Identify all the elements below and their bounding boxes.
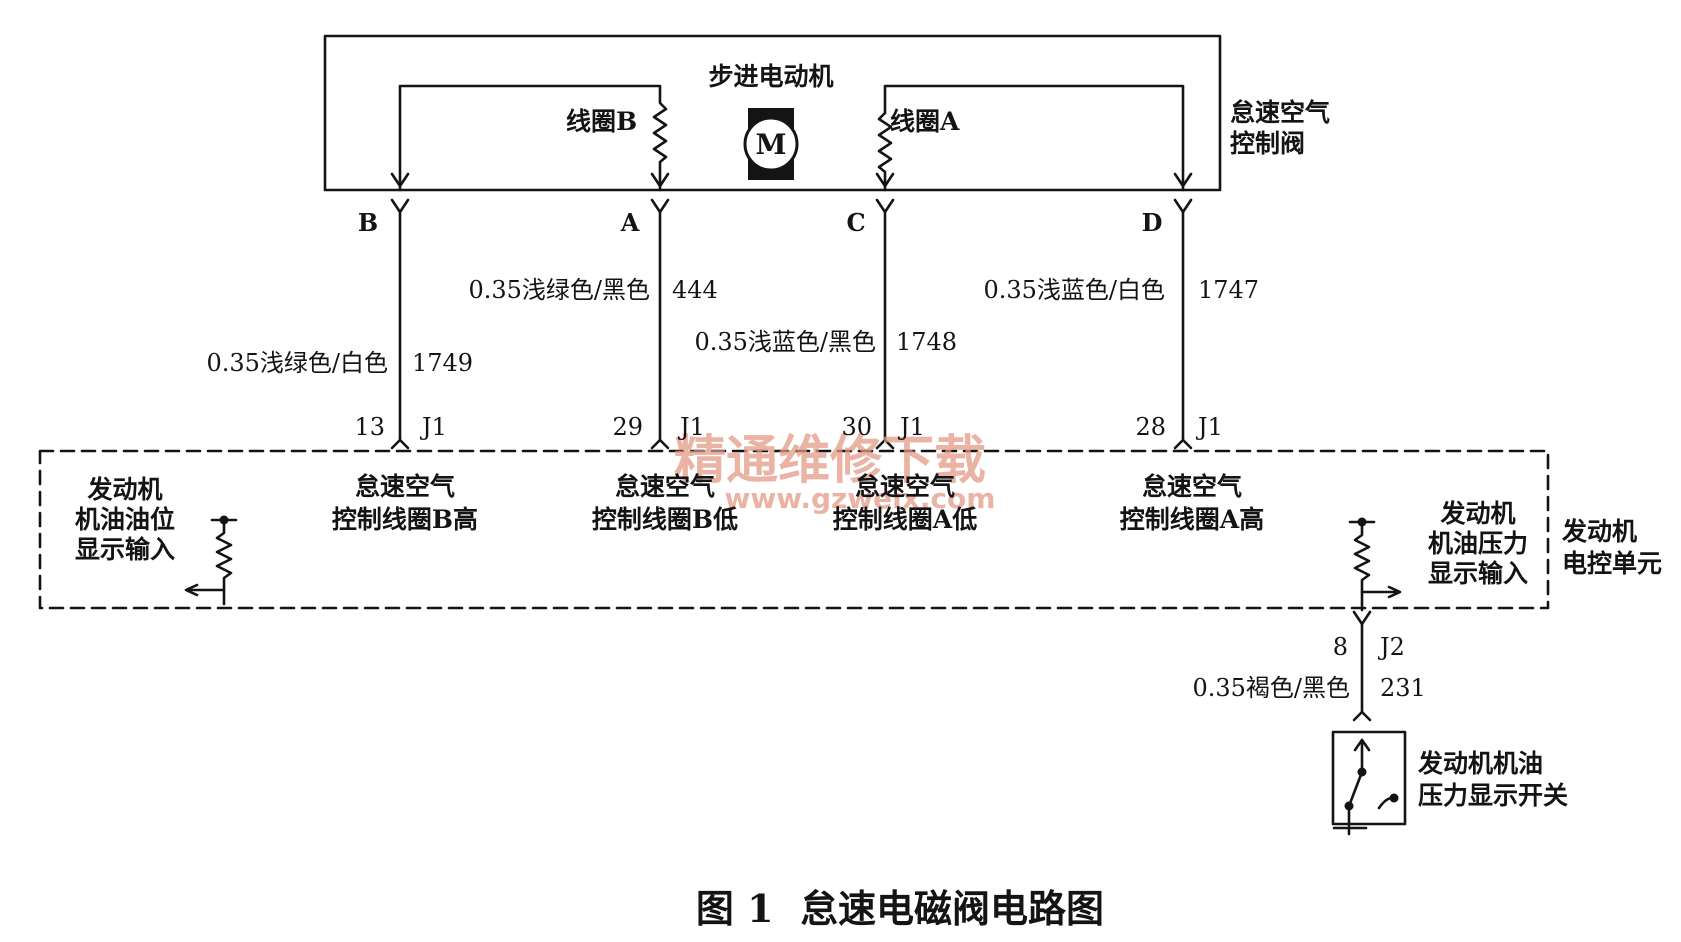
oil-pressure-sensor-symbol — [1348, 520, 1402, 612]
wire-spec-444: 0.35浅绿色/黑色 — [468, 276, 650, 304]
oil-pressure-switch-label-line1: 发动机机油 — [1417, 749, 1543, 778]
driver-a-low-line2: 控制线圈A低 — [833, 505, 977, 534]
node-dot — [1357, 767, 1367, 777]
ecu-connector-j1: J1 — [419, 413, 447, 441]
arrow-head — [650, 172, 670, 188]
coil-a-label: 线圈A — [890, 107, 960, 136]
oil-level-input-line1: 发动机 — [86, 475, 162, 504]
driver-a-high-line1: 怠速空气 — [1142, 472, 1242, 501]
wire-spec-231: 0.35褐色/黑色 — [1192, 674, 1350, 702]
ecu-terminal-30 — [875, 438, 895, 450]
arrow-head — [875, 172, 895, 188]
node-dot — [1357, 517, 1367, 527]
connector-pin-b — [390, 198, 410, 214]
driver-b-high-line1: 怠速空气 — [355, 472, 455, 501]
ecu-pin-13: 13 — [354, 413, 385, 441]
driver-a-high-line2: 控制线圈A高 — [1120, 505, 1264, 534]
connector-letter-a: A — [620, 208, 640, 237]
wire-spec-1749: 0.35浅绿色/白色 — [206, 349, 388, 377]
iac-valve-label-line2: 控制阀 — [1230, 129, 1305, 158]
j2-connector: J2 — [1377, 633, 1405, 661]
ecu-pin-29: 29 — [612, 413, 643, 441]
circuit-number-1748: 1748 — [896, 328, 957, 356]
iac-valve-label-line1: 怠速空气 — [1230, 98, 1330, 127]
wire-spec-1747: 0.35浅蓝色/白色 — [983, 276, 1165, 304]
coil-b-loop-wire — [398, 84, 668, 192]
switch-terminal — [1352, 710, 1372, 722]
connector-letter-c: C — [846, 208, 865, 237]
coil-a-loop-wire — [877, 84, 1185, 192]
connector-pin-c — [875, 198, 895, 214]
oil-level-sensor-symbol — [184, 518, 238, 606]
oil-pressure-switch-label-line2: 压力显示开关 — [1418, 781, 1568, 810]
circuit-number-231: 231 — [1380, 674, 1426, 702]
motor-symbol: M — [756, 128, 787, 161]
node-dot — [219, 515, 229, 525]
node-dot — [1344, 801, 1354, 811]
watermark: 精通维修下载 www.gzweix.com — [674, 431, 995, 515]
circuit-number-1747: 1747 — [1198, 276, 1259, 304]
watermark-url: www.gzweix.com — [725, 482, 996, 515]
ecu-pin-28: 28 — [1135, 413, 1166, 441]
connector-pin-j2-8 — [1352, 610, 1372, 626]
j2-pin-8: 8 — [1333, 633, 1348, 661]
coil-b-label: 线圈B — [566, 107, 637, 136]
ecu-boundary — [38, 449, 1550, 610]
ecu-label-line1: 发动机 — [1561, 517, 1637, 546]
stepper-motor — [743, 108, 799, 180]
ecu-terminal-13 — [390, 438, 410, 450]
driver-b-low-line2: 控制线圈B低 — [592, 505, 738, 534]
ecu-terminal-29 — [650, 438, 670, 450]
motor-label: 步进电动机 — [708, 62, 833, 91]
driver-b-low-line1: 怠速空气 — [615, 472, 715, 501]
arrow-head — [390, 172, 410, 188]
oil-pressure-input-line2: 机油压力 — [1428, 529, 1528, 558]
oil-pressure-input-line3: 显示输入 — [1428, 559, 1528, 588]
node-dot — [1389, 793, 1399, 803]
ecu-label-line2: 电控单元 — [1562, 549, 1662, 578]
wire-spec-1748: 0.35浅蓝色/黑色 — [694, 328, 876, 356]
circuit-number-444: 444 — [672, 276, 718, 304]
iac-valve-housing — [323, 34, 1222, 192]
figure-caption: 图 1 怠速电磁阀电路图 — [696, 886, 1104, 931]
connector-pin-d — [1173, 198, 1193, 214]
watermark-title: 精通维修下载 — [674, 431, 986, 491]
oil-pressure-switch — [1331, 730, 1407, 836]
ink-layer — [38, 34, 1550, 836]
connector-letter-d: D — [1142, 208, 1163, 237]
ecu-connector-j1: J1 — [677, 413, 705, 441]
connector-letter-b: B — [358, 208, 378, 237]
oil-level-input-line2: 机油油位 — [75, 505, 175, 534]
ecu-pin-30: 30 — [841, 413, 872, 441]
oil-level-input-line3: 显示输入 — [75, 535, 175, 564]
driver-b-high-line2: 控制线圈B高 — [332, 505, 478, 534]
oil-pressure-input-line1: 发动机 — [1439, 499, 1515, 528]
driver-a-low-line1: 怠速空气 — [855, 472, 955, 501]
arrow-head — [1173, 172, 1193, 188]
ecu-terminal-28 — [1173, 438, 1193, 450]
circuit-number-1749: 1749 — [412, 349, 473, 377]
ecu-connector-j1: J1 — [897, 413, 925, 441]
ecu-connector-j1: J1 — [1195, 413, 1223, 441]
connector-pin-a — [650, 198, 670, 214]
